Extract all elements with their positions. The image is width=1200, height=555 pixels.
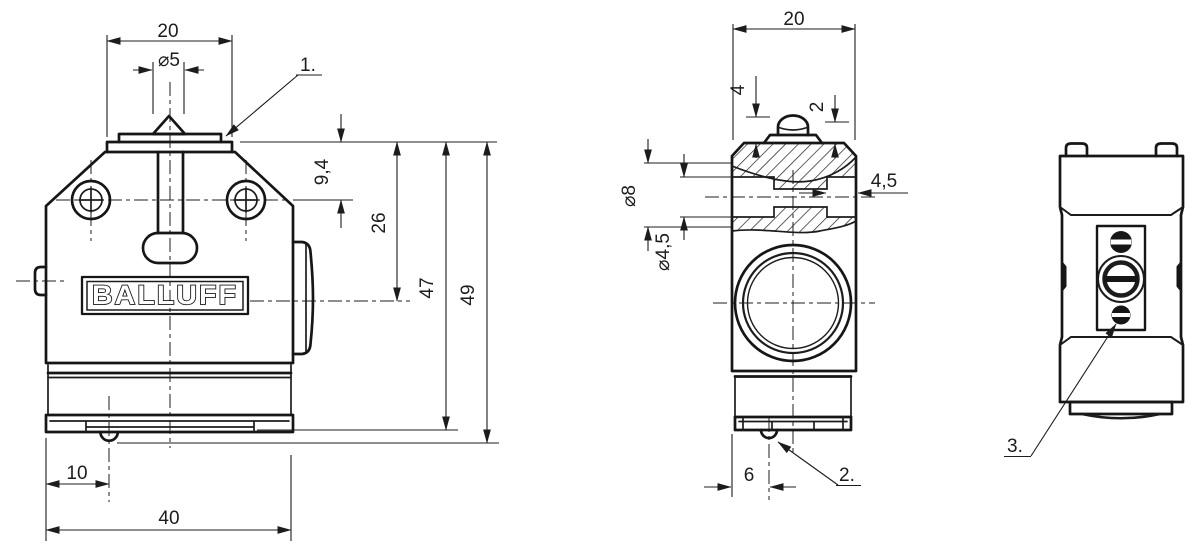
front-bottom-pin [99,430,120,443]
front-left-plug [33,265,48,297]
rear-foot [1068,400,1174,416]
side-collar [762,133,824,145]
dim-front-total-height: 49 [458,284,479,305]
side-roller-mid [741,251,845,355]
dim-side-depth: 20 [783,9,804,30]
front-dimensions: 20 ⌀5 9,4 26 47 49 10 40 [45,21,499,541]
dim-side-hole-dia: ⌀4,5 [653,233,674,271]
front-right-screw [225,179,267,221]
rear-side-notch-right [1176,261,1181,292]
side-roller-inner [746,256,840,350]
side-centerlines [705,170,876,500]
break-line-bottom [731,220,857,234]
dim-front-entry-offset: 26 [369,212,390,233]
dim-front-hole-offset: 9,4 [312,158,333,185]
break-line-top [731,156,857,183]
front-plunger-guide [156,150,185,235]
side-plunger-pin [776,114,810,137]
dim-side-counterbore-depth: 4,5 [871,171,897,192]
side-roller-outer [733,243,853,363]
callout-3-label: 3. [1007,436,1023,457]
side-base [733,375,853,440]
dim-front-pin-offset: 10 [66,463,87,484]
rear-terminal-panel [1095,224,1147,332]
dim-front-body-height: 47 [417,277,438,298]
side-body-outline [730,141,858,373]
side-cross-hole [731,176,857,218]
rear-top-tab-right [1154,142,1179,158]
front-left-screw [70,179,112,221]
side-dimensions: 20 4 2 ⌀8 ⌀4,5 4,5 6 [619,9,908,497]
dim-front-base-width: 40 [158,508,179,529]
callout-3: 3. [1004,323,1117,458]
front-slot [141,231,199,265]
front-right-plug [291,240,315,356]
front-body-outline [44,150,295,365]
rear-foot-dome [1080,412,1162,420]
rear-screw-bottom [1111,305,1131,325]
side-bottom-pin [759,428,779,440]
front-collar [105,140,234,154]
front-base [44,364,295,443]
dim-side-plunger-protrusion: 4 [728,84,749,95]
dim-front-top-width: 20 [157,21,178,42]
section-hatch [732,143,856,233]
side-view: 20 4 2 ⌀8 ⌀4,5 4,5 6 [619,9,908,500]
brand-logo: BALLUFF [80,275,250,316]
front-view: BALLUFF 20 ⌀5 9,4 [16,21,499,541]
rear-top-tab-left [1064,142,1089,158]
dim-front-plunger-dia: ⌀5 [158,50,180,71]
rear-bottom-crease [1059,336,1184,346]
rear-top-crease [1059,206,1184,216]
rear-screw-top [1110,231,1132,253]
callout-1: 1. [225,55,322,137]
dim-side-pin-offset: 6 [744,465,755,486]
callout-2: 2. [777,441,861,487]
dim-side-counterbore-dia: ⌀8 [619,185,640,207]
rear-screw-middle [1097,255,1145,303]
dim-side-collar-protrusion: 2 [807,102,828,113]
callout-1-label: 1. [300,55,316,76]
callout-2-label: 2. [839,465,855,486]
rear-view: 3. [1004,142,1185,458]
brand-logo-text: BALLUFF [92,280,238,310]
front-plunger-tip [151,114,187,136]
rear-side-notch-left [1062,261,1067,292]
